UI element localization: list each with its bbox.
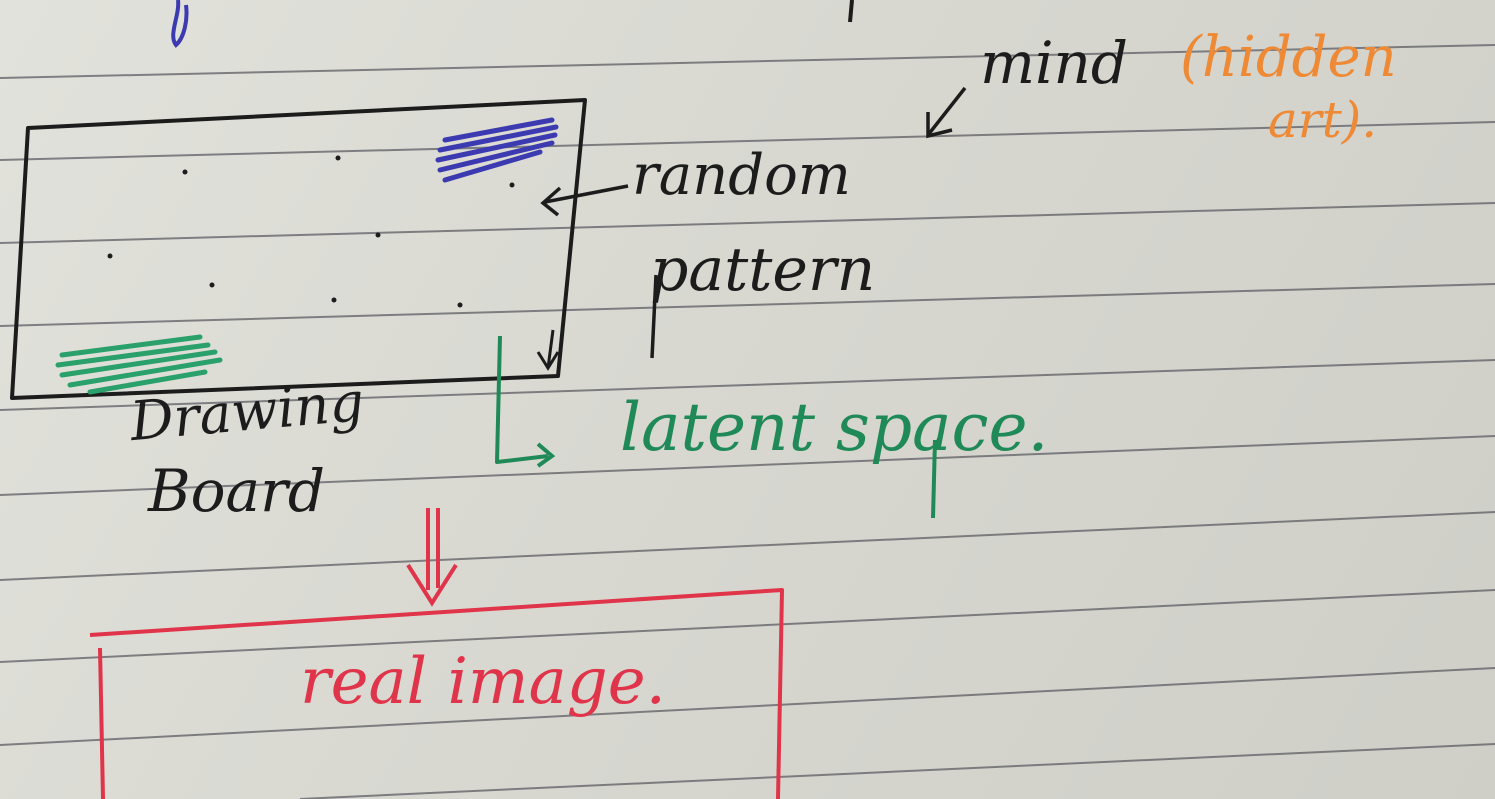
mind-label: mind [980, 29, 1129, 97]
latent-space-arrow [495, 335, 549, 464]
hidden-art-label-line2: art). [1268, 91, 1378, 149]
real-image-arrow [406, 508, 458, 607]
top-tick-black [848, 0, 854, 23]
blue-hatching [435, 117, 559, 183]
latent-space-label: latent space. [620, 389, 1049, 466]
random-pattern-label-line1: random [632, 143, 851, 208]
real-image-label: real image. [300, 645, 666, 719]
mind-arrow [926, 86, 967, 137]
random-pattern-arrow [544, 184, 629, 204]
random-pattern-label-line2: pattern [650, 235, 876, 305]
drawing-board-box [10, 98, 587, 400]
real-image-box [89, 588, 784, 799]
green-hatching [55, 334, 223, 395]
box-dots [107, 155, 515, 308]
top-scribble-blue [171, 0, 189, 48]
hidden-art-label-line1: (hidden [1180, 25, 1397, 90]
drawing-board-label-line2: Board [148, 457, 325, 525]
